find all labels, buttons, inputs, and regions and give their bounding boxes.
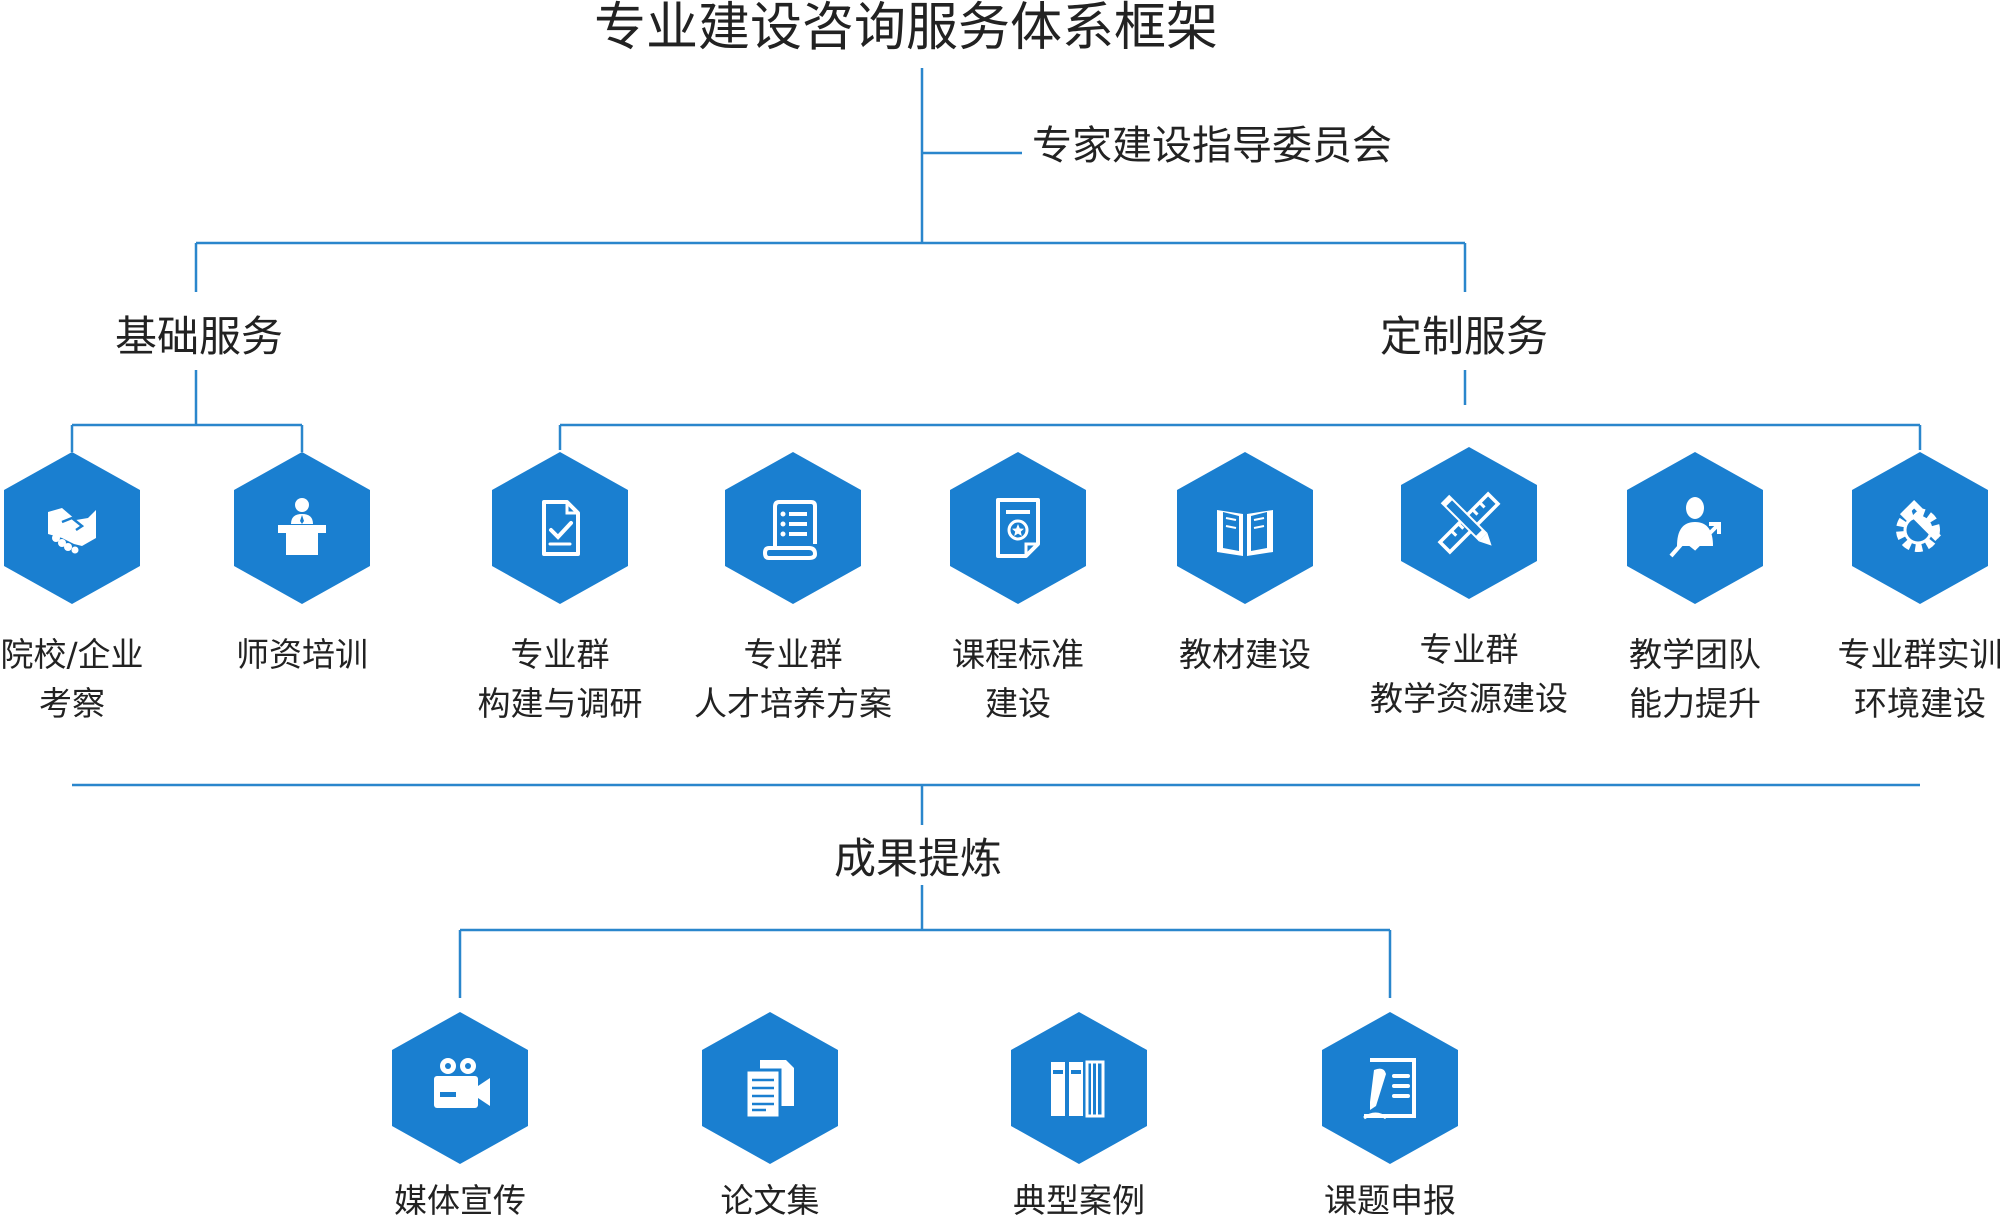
results-heading: 成果提炼 bbox=[834, 834, 1003, 883]
service-label-custom-5: 专业群教学资源建设 bbox=[1370, 625, 1568, 723]
pencil-ruler-icon bbox=[1437, 491, 1501, 555]
service-label-line: 典型案例 bbox=[1013, 1181, 1145, 1220]
hexagon-shape bbox=[1401, 447, 1537, 599]
basic-services-heading: 基础服务 bbox=[115, 312, 284, 361]
hexagon-shape bbox=[1852, 452, 1988, 604]
service-label-line: 构建与调研 bbox=[477, 684, 643, 723]
hexagon-shape bbox=[1011, 1012, 1147, 1164]
hexagon-shape bbox=[725, 452, 861, 604]
service-label-line: 论文集 bbox=[720, 1181, 820, 1220]
lecturer-icon bbox=[278, 498, 326, 555]
service-node-custom-7 bbox=[1850, 450, 1990, 606]
book-icon bbox=[1217, 510, 1273, 556]
service-label-result-4: 课题申报 bbox=[1324, 1176, 1456, 1225]
service-label-line: 专业群 bbox=[743, 635, 843, 674]
service-label-line: 媒体宣传 bbox=[394, 1181, 526, 1220]
service-label-custom-6: 教学团队能力提升 bbox=[1629, 630, 1761, 728]
certificate-icon bbox=[996, 498, 1040, 558]
hexagon-shape bbox=[1322, 1012, 1458, 1164]
hexagon-shape bbox=[702, 1012, 838, 1164]
service-node-result-1 bbox=[390, 1010, 530, 1166]
handshake-icon bbox=[48, 508, 96, 554]
service-label-line: 教学团队 bbox=[1629, 635, 1761, 674]
service-label-line: 课程标准 bbox=[952, 635, 1084, 674]
service-node-custom-5 bbox=[1399, 445, 1539, 601]
hexagon-shape bbox=[1627, 452, 1763, 604]
service-node-custom-4 bbox=[1175, 450, 1315, 606]
service-node-basic-1 bbox=[2, 450, 142, 606]
service-node-custom-2 bbox=[723, 450, 863, 606]
service-label-line: 教材建设 bbox=[1179, 635, 1311, 674]
hexagon-shape bbox=[1177, 452, 1313, 604]
hexagon-shape bbox=[234, 452, 370, 604]
service-label-basic-2: 师资培训 bbox=[236, 630, 368, 679]
service-node-result-4 bbox=[1320, 1010, 1460, 1166]
service-label-line: 教学资源建设 bbox=[1370, 679, 1568, 718]
scroll-icon bbox=[762, 500, 818, 560]
service-node-result-3 bbox=[1009, 1010, 1149, 1166]
checked-document-icon bbox=[542, 500, 580, 556]
service-label-custom-7: 专业群实训环境建设 bbox=[1838, 630, 2003, 728]
service-label-custom-4: 教材建设 bbox=[1179, 630, 1311, 679]
service-node-custom-1 bbox=[490, 450, 630, 606]
service-label-basic-1: 院校/企业考察 bbox=[0, 630, 143, 728]
hexagon-shape bbox=[492, 452, 628, 604]
papers-icon bbox=[744, 1060, 794, 1120]
binders-icon bbox=[1051, 1060, 1105, 1118]
hexagon-shape bbox=[392, 1012, 528, 1164]
growth-person-icon bbox=[1669, 497, 1721, 558]
service-label-line: 环境建设 bbox=[1854, 684, 1986, 723]
service-node-custom-6 bbox=[1625, 450, 1765, 606]
hexagon-shape bbox=[4, 452, 140, 604]
service-label-result-2: 论文集 bbox=[721, 1176, 820, 1225]
service-label-line: 考察 bbox=[39, 684, 105, 723]
service-label-line: 能力提升 bbox=[1629, 684, 1761, 723]
service-node-basic-2 bbox=[232, 450, 372, 606]
service-label-custom-3: 课程标准建设 bbox=[952, 630, 1084, 728]
service-node-result-2 bbox=[700, 1010, 840, 1166]
service-label-result-1: 媒体宣传 bbox=[394, 1176, 526, 1225]
service-node-custom-3 bbox=[948, 450, 1088, 606]
service-label-line: 人才培养方案 bbox=[694, 684, 892, 723]
service-label-line: 院校/企业 bbox=[0, 635, 144, 674]
service-label-line: 课题申报 bbox=[1324, 1181, 1456, 1220]
hexagon-shape bbox=[950, 452, 1086, 604]
service-label-line: 专业群实训 bbox=[1837, 635, 2003, 674]
service-label-custom-2: 专业群人才培养方案 bbox=[694, 630, 892, 728]
committee-label: 专家建设指导委员会 bbox=[1032, 123, 1392, 169]
custom-services-heading: 定制服务 bbox=[1380, 312, 1549, 361]
service-label-result-3: 典型案例 bbox=[1013, 1176, 1145, 1225]
signed-report-icon bbox=[1363, 1058, 1416, 1120]
service-label-custom-1: 专业群构建与调研 bbox=[478, 630, 643, 728]
service-label-line: 师资培训 bbox=[236, 635, 368, 674]
video-camera-icon bbox=[434, 1058, 490, 1108]
diagram-title: 专业建设咨询服务体系框架 bbox=[594, 0, 1219, 58]
service-label-line: 专业群 bbox=[510, 635, 610, 674]
service-label-line: 专业群 bbox=[1419, 630, 1519, 669]
gear-wrench-icon bbox=[1896, 499, 1941, 552]
service-label-line: 建设 bbox=[985, 684, 1051, 723]
